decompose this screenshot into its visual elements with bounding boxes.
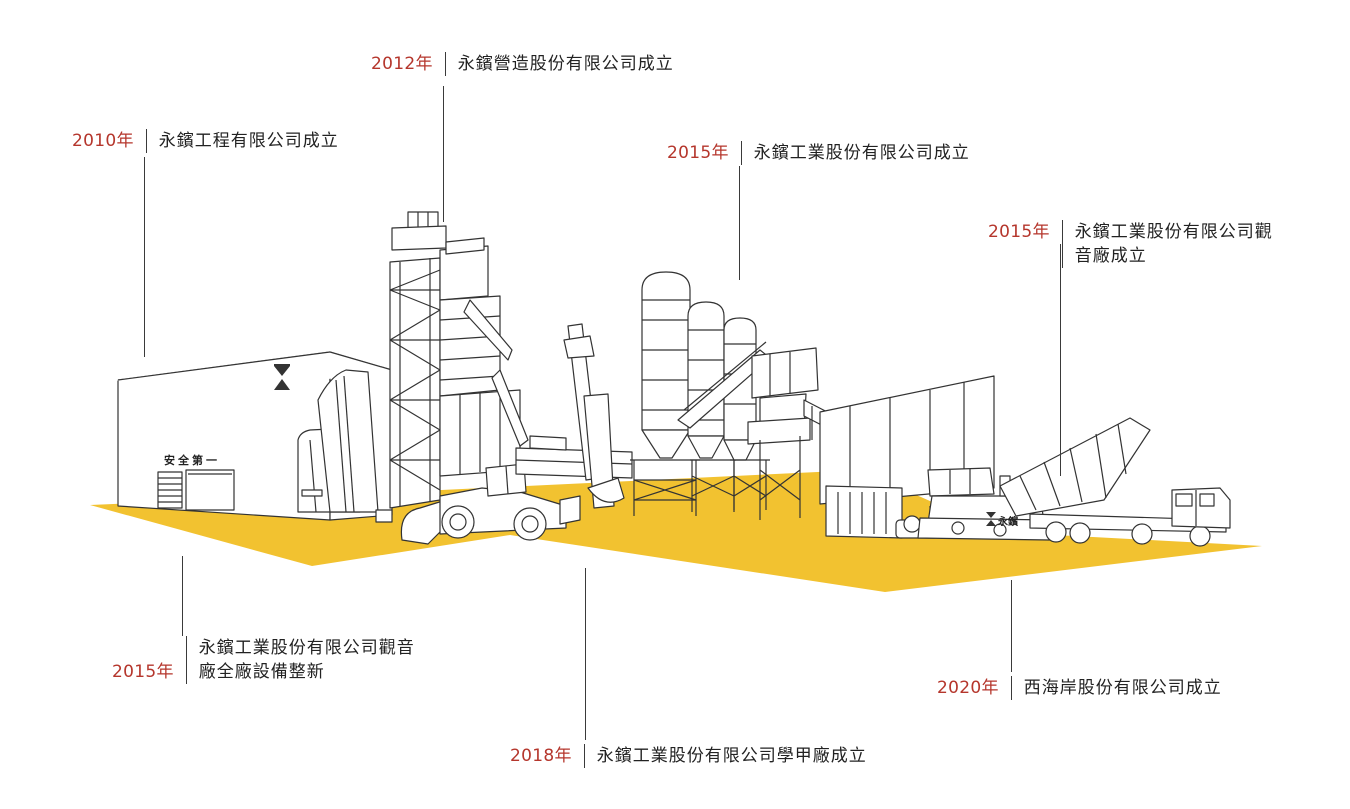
leader-2018: [585, 568, 586, 740]
event-divider: [740, 141, 742, 165]
bucket-elevator: [563, 323, 625, 509]
leader-2010: [144, 157, 145, 357]
event-year: 2012年: [371, 54, 433, 74]
dump-truck: [999, 417, 1231, 547]
event-year: 2015年: [988, 222, 1050, 242]
event-text: 永鑌工業股份有限公司觀 音廠成立: [1075, 220, 1273, 268]
event-text-line: 音廠成立: [1074, 246, 1147, 266]
event-divider: [1010, 676, 1012, 700]
event-divider: [583, 744, 585, 768]
company-logo-icon: [274, 364, 290, 390]
event-divider: [145, 129, 147, 153]
warehouse-hopper: [297, 369, 379, 513]
event-2018: 2018年 永鑌工業股份有限公司學甲廠成立: [510, 744, 867, 768]
event-2015-guanyin: 2015年 永鑌工業股份有限公司觀 音廠成立: [988, 220, 1273, 268]
event-year: 2010年: [72, 131, 134, 151]
leader-2020: [1011, 580, 1012, 672]
event-text: 永鑌工業股份有限公司學甲廠成立: [596, 746, 867, 766]
leader-2015-b: [1060, 244, 1061, 476]
event-2010: 2010年 永鑌工程有限公司成立: [72, 129, 339, 153]
event-text-line: 廠全廠設備整新: [198, 662, 325, 682]
paver-logo-icon: [986, 512, 996, 526]
conveyor: [515, 435, 633, 479]
event-year: 2015年: [112, 662, 174, 682]
event-2015-founding: 2015年 永鑌工業股份有限公司成立: [667, 141, 970, 165]
event-text-line: 永鑌工業股份有限公司觀音: [198, 638, 415, 658]
event-text-line: 永鑌工業股份有限公司觀: [1074, 222, 1273, 242]
event-divider: [1061, 220, 1063, 268]
leader-2012: [443, 86, 444, 222]
event-2020: 2020年 西海岸股份有限公司成立: [937, 676, 1222, 700]
event-text: 永鑌營造股份有限公司成立: [457, 54, 674, 74]
event-text: 永鑌工程有限公司成立: [158, 131, 339, 151]
event-2015-renewal: 2015年 永鑌工業股份有限公司觀音 廠全廠設備整新: [112, 636, 415, 684]
paver-logo-text: 永鑌: [997, 515, 1019, 528]
warehouse-doors: [157, 469, 235, 511]
event-text: 永鑌工業股份有限公司觀音 廠全廠設備整新: [199, 636, 415, 684]
leader-2015-c: [182, 556, 183, 636]
event-divider: [185, 636, 187, 684]
silo-large: [630, 271, 700, 516]
event-2012: 2012年 永鑌營造股份有限公司成立: [371, 52, 674, 76]
event-year: 2015年: [667, 143, 729, 163]
site-office: [825, 485, 903, 539]
event-text: 西海岸股份有限公司成立: [1023, 678, 1222, 698]
event-divider: [444, 52, 446, 76]
leader-2015-a: [739, 166, 740, 280]
asphalt-tower: [375, 211, 529, 523]
event-year: 2020年: [937, 678, 999, 698]
wheel-loader: [400, 463, 581, 545]
event-text: 永鑌工業股份有限公司成立: [753, 143, 970, 163]
warehouse-sign: 安全第一: [164, 453, 220, 467]
event-year: 2018年: [510, 746, 572, 766]
